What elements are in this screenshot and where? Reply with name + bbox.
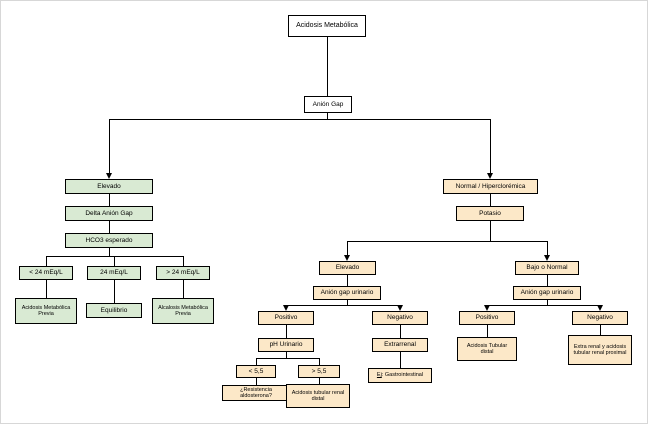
node-mayor-5-5: > 5,5 bbox=[298, 365, 340, 378]
node-alcalosis-metabolica-previa: Alcalosis Metabólica Previa bbox=[152, 298, 214, 324]
node-extra-renal-proximal: Extra renal y acidosis tubular renal pro… bbox=[568, 335, 632, 365]
node-hco3-esperado: HCO3 esperado bbox=[65, 233, 153, 248]
connector-line bbox=[109, 248, 110, 257]
node-extrarrenal: Extrarrenal bbox=[372, 338, 428, 352]
connector-line bbox=[114, 256, 115, 266]
arrow-down-icon bbox=[484, 305, 490, 311]
connector-line bbox=[547, 241, 548, 255]
connector-line bbox=[109, 221, 110, 233]
connector-line bbox=[286, 325, 287, 338]
connector-line bbox=[600, 325, 601, 335]
node-equilibrio: Equilibrio bbox=[86, 303, 142, 318]
connector-line bbox=[400, 352, 401, 368]
node-delta-anion-gap: Delta Anión Gap bbox=[65, 206, 153, 221]
connector-line bbox=[319, 378, 320, 385]
node-menor-5-5: < 5,5 bbox=[236, 365, 276, 378]
connector-line bbox=[547, 275, 548, 286]
connector-line bbox=[347, 241, 348, 255]
connector-line bbox=[490, 221, 491, 242]
connector-line bbox=[327, 37, 328, 96]
node-acidosis-tubular-distal: Acidosis Tubular distal bbox=[457, 337, 517, 361]
connector-line bbox=[286, 305, 401, 306]
node-menor-24-meq: < 24 mEq/L bbox=[19, 266, 73, 280]
arrow-down-icon bbox=[344, 255, 350, 261]
node-positivo-1: Positivo bbox=[258, 311, 314, 325]
node-positivo-2: Positivo bbox=[459, 311, 515, 325]
node-acidosis-metabolica: Acidosis Metabólica bbox=[288, 15, 366, 37]
gastrointestinal-label: Ej: Gastrointestinal bbox=[377, 372, 423, 378]
connector-line bbox=[109, 119, 110, 173]
node-negativo-1: Negativo bbox=[372, 311, 428, 325]
arrow-down-icon bbox=[283, 305, 289, 311]
node-anion-gap: Anión Gap bbox=[304, 96, 352, 113]
node-elevado-anion-gap: Elevado bbox=[65, 179, 153, 194]
node-resistencia-aldosterona: ¿Resistencia aldosterona? bbox=[222, 385, 290, 401]
gastro-prefix: Ej bbox=[376, 372, 382, 379]
node-normal-hipercloremica: Normal / Hiperclorémica bbox=[443, 179, 538, 194]
connector-line bbox=[319, 358, 320, 366]
arrow-down-icon bbox=[597, 305, 603, 311]
connector-line bbox=[183, 280, 184, 298]
connector-line bbox=[490, 119, 491, 173]
connector-line bbox=[347, 300, 348, 306]
connector-line bbox=[46, 256, 47, 266]
connector-line bbox=[109, 119, 491, 120]
connector-line bbox=[487, 305, 601, 306]
node-anion-gap-urinario-2: Anión gap urinario bbox=[513, 286, 581, 300]
node-negativo-2: Negativo bbox=[572, 311, 628, 325]
node-potasio: Potasio bbox=[456, 206, 524, 221]
connector-line bbox=[46, 280, 47, 298]
connector-line bbox=[347, 275, 348, 286]
connector-line bbox=[286, 352, 287, 359]
arrow-down-icon bbox=[487, 173, 493, 179]
connector-line bbox=[487, 325, 488, 337]
connector-line bbox=[347, 241, 548, 242]
arrow-down-icon bbox=[106, 173, 112, 179]
arrow-down-icon bbox=[544, 255, 550, 261]
connector-line bbox=[183, 256, 184, 266]
node-ph-urinario: pH Urinario bbox=[258, 338, 314, 352]
connector-line bbox=[256, 358, 320, 359]
connector-line bbox=[327, 113, 328, 120]
node-potasio-elevado: Elevado bbox=[319, 261, 376, 275]
connector-line bbox=[114, 280, 115, 303]
arrow-down-icon bbox=[397, 305, 403, 311]
connector-line bbox=[109, 194, 110, 206]
node-anion-gap-urinario-1: Anión gap urinario bbox=[313, 286, 381, 300]
node-bajo-o-normal: Bajo o Normal bbox=[515, 261, 579, 275]
gastro-rest: : Gastrointestinal bbox=[381, 372, 424, 379]
connector-line bbox=[400, 325, 401, 338]
connector-line bbox=[46, 256, 184, 257]
connector-line bbox=[490, 194, 491, 206]
node-mayor-24-meq: > 24 mEq/L bbox=[156, 266, 210, 280]
node-24-meq: 24 mEq/L bbox=[87, 266, 141, 280]
node-acidosis-tubular-renal-distal: Acidosis tubular renal distal bbox=[286, 384, 350, 408]
connector-line bbox=[256, 378, 257, 386]
connector-line bbox=[256, 358, 257, 366]
connector-line bbox=[547, 300, 548, 306]
node-gastrointestinal: Ej: Gastrointestinal bbox=[368, 368, 432, 383]
node-acidosis-metabolica-previa: Acidosis Metabólica Previa bbox=[15, 298, 77, 324]
